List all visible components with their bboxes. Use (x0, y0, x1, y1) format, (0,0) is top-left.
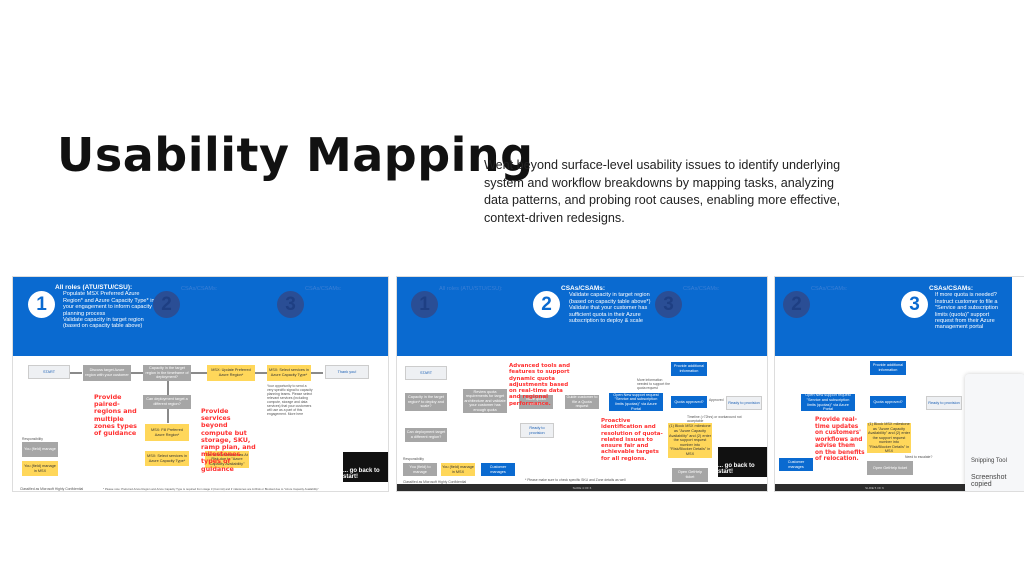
step-heading: CSAs/CSAMs: (811, 286, 848, 292)
node-quota-approved: Quota approved? (870, 396, 906, 408)
step-1-badge: 1 (411, 291, 438, 318)
step-3-badge: 3 (655, 291, 682, 318)
step-2-badge: 2 (783, 291, 810, 318)
footnote: * Please note: Preferred Azure Region an… (103, 487, 319, 491)
node-ready-2: Ready to provision (726, 396, 762, 410)
step-bullet: Validate capacity in target region (base… (63, 317, 144, 330)
node-fill-region: MSX: Fill Preferred Azure Region* (145, 424, 189, 441)
node-provide-info: Provide additional information (870, 361, 906, 375)
annotation: Provide real-time updates on customers' … (815, 417, 865, 462)
node-discuss: Discuss target Azure region with your cu… (83, 365, 131, 381)
node-review-quota: Review quota requirements for target arc… (463, 389, 507, 413)
notification-app: Snipping Tool (971, 458, 1007, 464)
step-heading: CSAs/CSAMs: (683, 286, 720, 292)
annotation: Advanced tools and features to support d… (509, 363, 571, 407)
slide-thumbnail-1[interactable]: 1 All roles (ATU/STU/CSU): Populate MSX … (12, 276, 389, 492)
label: Approved (709, 398, 724, 402)
step-3-badge: 3 (277, 291, 304, 318)
go-back-button[interactable]: ... go back to start! (343, 452, 388, 482)
label: More information needed to support the q… (637, 378, 670, 390)
node-more-quota: More quota needed? (519, 395, 553, 409)
slide-thumbnail-3[interactable]: 2 CSAs/CSAMs: 3 CSAs/CSAMs: If more quot… (774, 276, 1024, 492)
node-quota-approved: Quota approved? (671, 396, 707, 408)
node-select-services-2: MSX: Select services in Azure Capacity T… (145, 451, 189, 466)
slide-counter: SLIDE 4 OF 6 (572, 485, 592, 490)
node-note: Your opportunity to send a very specific… (267, 384, 313, 416)
node-gethelp: Open GetHelp ticket (867, 461, 913, 475)
step-bullet: Validate capacity in target region (base… (569, 292, 651, 305)
node-thank-you: Thank you! (325, 365, 369, 379)
step-heading: All roles (ATU/STU/CSU): (439, 286, 503, 292)
notification-message: Screenshot copied (971, 474, 1007, 488)
annotation: Provide services beyond compute but stor… (201, 407, 256, 473)
node-guide: Guide customer to file a Quota request (565, 395, 599, 409)
legend-title: Responsibility (22, 437, 43, 441)
node-ready: Ready to provision (520, 423, 554, 438)
slideshow-bar: SLIDE 5 OF 6 (775, 484, 974, 491)
legend-item: You (field) manage in MSX (22, 461, 58, 476)
step-1-badge: 1 (28, 291, 55, 318)
label: Need to escalate? (905, 455, 933, 459)
node-block-milestone: (1) Block MSX milestone as "Azure Capaci… (668, 423, 712, 458)
node-milestone: Set MSX milestone as At Risk due to "Azu… (205, 451, 249, 468)
legend-item: You (field) manage (22, 442, 58, 457)
node-provide-info: Provide additional information (671, 362, 707, 376)
slide-thumbnail-2[interactable]: 1 All roles (ATU/STU/CSU): 2 CSAs/CSAMs:… (396, 276, 768, 492)
legend-title: Responsibility (403, 457, 424, 461)
node-start: START (405, 366, 447, 380)
legend-item: Customer manages (481, 463, 515, 476)
slide-counter: SLIDE 5 OF 6 (865, 485, 884, 490)
step-2-badge: 2 (153, 291, 180, 318)
node-different-region: Can deployment target a different region… (405, 428, 447, 442)
node-capacity: Capacity in the target region* to deploy… (405, 393, 447, 411)
step-3-badge: 3 (901, 291, 928, 318)
go-back-button[interactable]: ... go back to start! (718, 447, 767, 477)
legend-item: You (field) manage in MSX (441, 463, 475, 476)
node-different-region: Can deployment target a different region… (143, 395, 191, 409)
annotation: Provide paired-regions and multiple zone… (94, 393, 137, 438)
node-gethelp: Open GetHelp ticket (672, 468, 708, 482)
description: Went beyond surface-level usability issu… (484, 158, 841, 225)
footer: Classified as Microsoft Highly Confident… (20, 487, 84, 491)
footer: Classified as Microsoft Highly Confident… (403, 480, 467, 484)
footnote: * Please make sure to check specific SKU… (525, 478, 626, 482)
step-bullet: If more quota is needed? Instruct custom… (935, 292, 998, 331)
step-heading: CSAs/CSAMs: (929, 285, 974, 292)
page-title: Usability Mapping (57, 128, 534, 182)
step-heading: All roles (ATU/STU/CSU): (55, 284, 133, 291)
slide-header: 2 CSAs/CSAMs: 3 CSAs/CSAMs: If more quot… (775, 277, 1012, 356)
snipping-tool-notification[interactable]: Snipping Tool Screenshot copied (965, 374, 1024, 491)
step-heading: CSAs/CSAMs: (181, 286, 218, 292)
slide-header: 1 All roles (ATU/STU/CSU): Populate MSX … (13, 277, 388, 356)
node-open-request: Open New support request "Service and su… (801, 393, 855, 411)
node-capacity: Capacity in the target region in the tim… (143, 365, 191, 381)
node-start: START (28, 365, 70, 379)
step-bullet: Validate that your customer has sufficie… (569, 305, 648, 325)
annotation: Proactive identification and resolution … (601, 418, 663, 462)
node-update-region: MSX: Update Preferred Azure Region* (207, 365, 255, 381)
step-2-badge: 2 (533, 291, 560, 318)
step-heading: CSAs/CSAMs: (561, 285, 606, 292)
step-bullet: Populate MSX Preferred Azure Region* and… (63, 291, 155, 317)
node-select-services: MSX: Select services in Azure Capacity T… (267, 365, 311, 381)
node-ready: Ready to provision (926, 396, 962, 410)
step-heading: CSAs/CSAMs: (305, 286, 342, 292)
label: Timeline (>72hrs) or workaround not acce… (687, 415, 742, 423)
slideshow-bar: SLIDE 4 OF 6 (397, 484, 767, 491)
legend-item: You (field) to manage (403, 463, 437, 476)
legend-item: Customer manages (779, 458, 813, 471)
slide-header: 1 All roles (ATU/STU/CSU): 2 CSAs/CSAMs:… (397, 277, 767, 356)
node-open-request: Open New support request "Service and su… (609, 393, 663, 411)
node-block-milestone: (1) Block MSX milestone as "Azure Capaci… (867, 421, 911, 454)
